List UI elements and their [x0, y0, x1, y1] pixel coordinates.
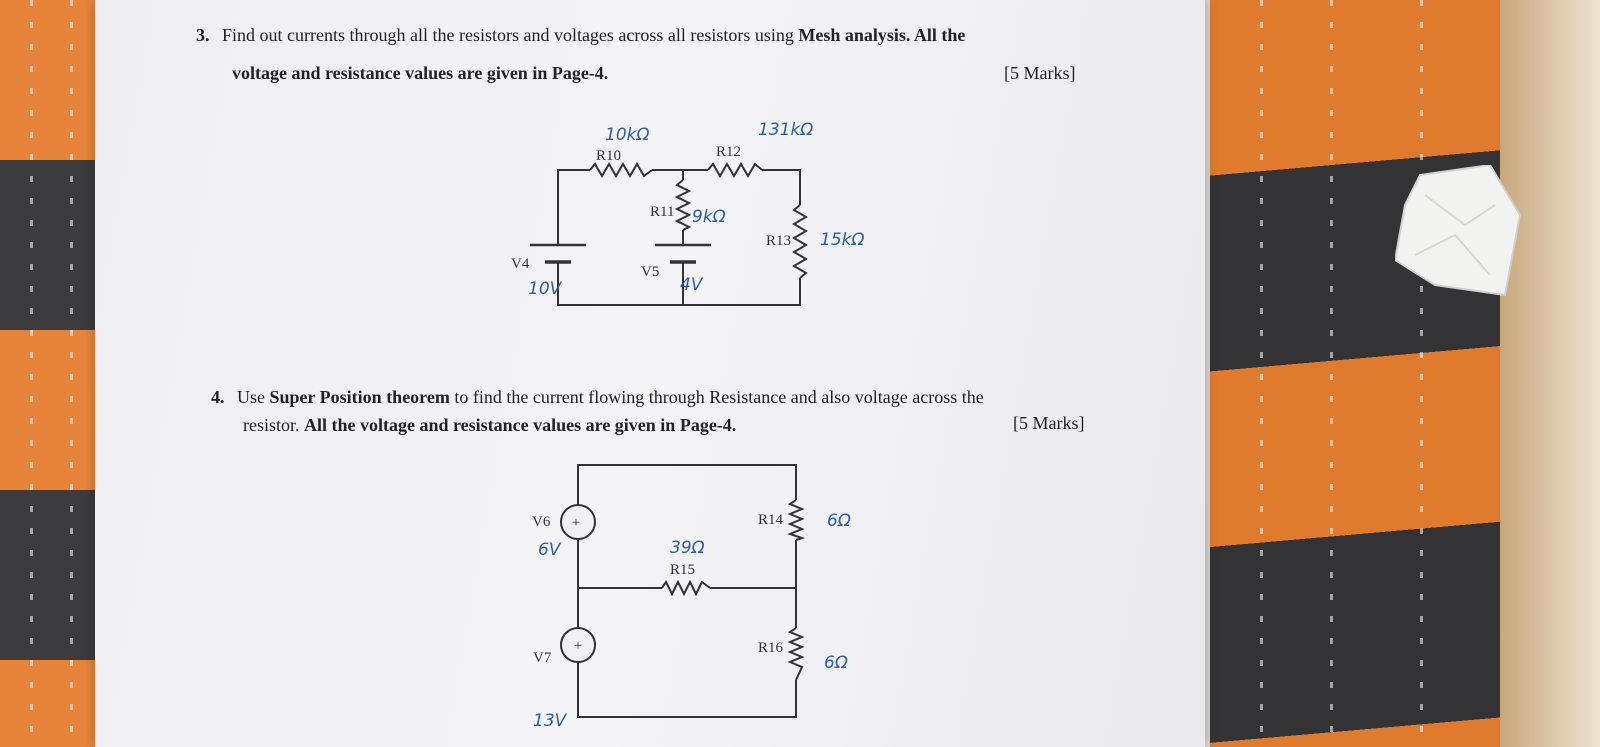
- battery-v4: [530, 243, 586, 264]
- q4-marks: [5 Marks]: [1013, 413, 1085, 433]
- handwritten-v4: 10V: [528, 279, 563, 299]
- stitch-line: [1420, 0, 1423, 747]
- source-v6: [560, 504, 596, 540]
- handwritten-r14: 6Ω: [827, 511, 851, 531]
- stitch-line: [1330, 0, 1333, 747]
- resistor-r15: [661, 579, 711, 597]
- handwritten-v7: 13V: [533, 711, 568, 731]
- handwritten-v6: 6V: [538, 540, 562, 560]
- q3-line2: voltage and resistance values are given …: [232, 64, 608, 82]
- label-r13: R13: [766, 233, 791, 249]
- label-v7: V7: [533, 650, 552, 666]
- v6-plus-sign: +: [572, 515, 580, 531]
- label-v6: V6: [532, 514, 551, 530]
- q4-line2: resistor. All the voltage and resistance…: [243, 416, 736, 434]
- handwritten-v5: 4V: [680, 275, 704, 295]
- handwritten-r16: 6Ω: [824, 653, 848, 673]
- handwritten-r11: 9kΩ: [692, 207, 726, 227]
- battery-v5: [655, 243, 711, 264]
- q4-line1: 4. Use Super Position theorem to find th…: [211, 388, 984, 406]
- question-paper: [95, 0, 1205, 747]
- label-r11: R11: [650, 204, 674, 220]
- label-r14: R14: [758, 512, 784, 528]
- resistor-r10: [589, 162, 653, 178]
- v7-plus-sign: +: [574, 638, 582, 654]
- q3-number: 3.: [196, 25, 210, 45]
- circuit1-wires: [557, 169, 801, 306]
- label-r12: R12: [716, 144, 741, 160]
- label-v4: V4: [511, 256, 530, 272]
- label-r15: R15: [670, 562, 695, 578]
- resistor-r11: [674, 179, 692, 231]
- source-v7: [560, 627, 596, 663]
- resistor-r12: [707, 162, 763, 178]
- crumpled-paper: [1395, 165, 1522, 297]
- stitch-line: [30, 0, 33, 747]
- q4-text-plain-b: to find the current flowing through Resi…: [449, 387, 984, 407]
- q3-text-plain: Find out currents through all the resist…: [222, 25, 799, 45]
- q4-text-bold: Super Position theorem: [269, 387, 450, 407]
- resistor-r16: [787, 627, 805, 681]
- handwritten-r12: 131kΩ: [758, 120, 813, 140]
- q3-marks: [5 Marks]: [1004, 63, 1076, 83]
- stitch-line: [70, 0, 73, 747]
- q4-text-plain-c: resistor.: [243, 415, 304, 435]
- stitch-line: [1260, 0, 1263, 747]
- resistor-r13: [792, 204, 808, 279]
- label-r10: R10: [596, 148, 621, 164]
- label-v5: V5: [641, 264, 659, 280]
- handwritten-r13: 15kΩ: [820, 230, 864, 250]
- q4-number: 4.: [211, 387, 225, 407]
- fabric-background-left: [0, 0, 110, 747]
- q3-text-bold-2: voltage and resistance values are given …: [232, 63, 609, 83]
- circuit2-wires: [577, 464, 797, 718]
- background-right-edge: [1500, 0, 1600, 747]
- q3-text-bold: Mesh analysis. All the: [798, 25, 966, 45]
- q4-text-bold-2: All the voltage and resistance values ar…: [304, 415, 737, 435]
- q3-line1: 3. Find out currents through all the res…: [196, 26, 965, 44]
- handwritten-r15: 39Ω: [670, 538, 705, 558]
- q4-text-plain-a: Use: [237, 387, 270, 407]
- label-r16: R16: [758, 640, 784, 656]
- handwritten-r10: 10kΩ: [605, 125, 649, 145]
- resistor-r14: [787, 499, 806, 541]
